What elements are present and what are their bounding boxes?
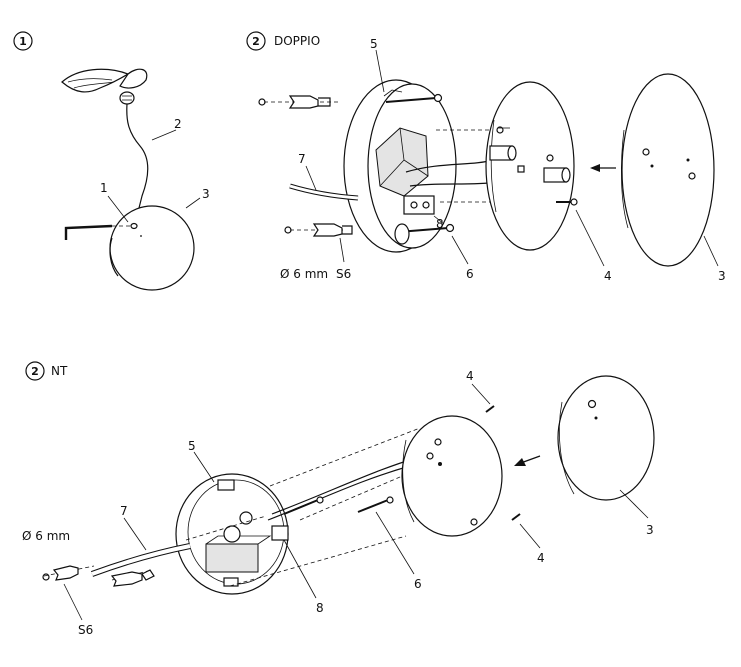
nt-cover-disc	[557, 375, 655, 501]
nt-arrow-head	[514, 458, 526, 466]
step-2-nt-header: 2	[25, 361, 45, 381]
nt-label-s6: S6	[78, 623, 93, 637]
doppio-label-5: 5	[370, 37, 378, 51]
terminal-block	[403, 195, 435, 215]
nt-label-4-bottom: 4	[537, 551, 545, 565]
nt-drill-size: Ø 6 mm	[22, 529, 70, 543]
p1-label-2: 2	[174, 117, 182, 131]
doppio-label-8: 8	[436, 217, 444, 231]
canopy-disc	[109, 205, 195, 291]
step-2-doppio-number: 2	[252, 35, 260, 48]
p1-label-1: 1	[100, 181, 108, 195]
cable-hole	[130, 222, 138, 230]
nt-label-3: 3	[646, 523, 654, 537]
step-1-header: 1	[13, 31, 33, 51]
nt-wall-plug-right	[110, 571, 143, 587]
doppio-label-4: 4	[604, 269, 612, 283]
p1-label-3: 3	[202, 187, 210, 201]
wing-right	[119, 68, 148, 89]
panel-nt-illustration	[42, 375, 655, 621]
doppio-label-s6: S6	[336, 267, 351, 281]
nt-wall-plug-left	[52, 565, 79, 581]
mounting-plate	[485, 81, 575, 251]
wall-plug-bottom	[312, 223, 343, 237]
nt-terminal-block	[271, 525, 289, 541]
nt-mounting-plate	[401, 415, 503, 537]
wall-plug-top	[288, 95, 319, 109]
step-2-nt-circle	[25, 361, 45, 381]
panel-1-illustration	[61, 68, 201, 291]
step-2-nt-number: 2	[31, 365, 39, 378]
step-2-doppio-title: DOPPIO	[274, 34, 320, 48]
step-1-number: 1	[19, 35, 27, 48]
step-2-doppio-header: 2	[246, 31, 266, 51]
lamp-socket	[119, 91, 135, 105]
step-1-circle	[13, 31, 33, 51]
step-2-nt-title: NT	[51, 364, 68, 378]
doppio-label-6: 6	[466, 267, 474, 281]
nt-label-7: 7	[120, 504, 128, 518]
nt-label-8: 8	[316, 601, 324, 615]
allen-key	[64, 224, 113, 240]
wing-left	[61, 68, 130, 93]
step-2-doppio-circle	[246, 31, 266, 51]
panel-doppio-illustration	[258, 49, 719, 267]
nt-label-6: 6	[414, 577, 422, 591]
cable	[126, 103, 149, 221]
doppio-drill-size: Ø 6 mm	[280, 267, 328, 281]
screw-head	[445, 223, 455, 233]
nt-label-4-top: 4	[466, 369, 474, 383]
doppio-label-7: 7	[298, 152, 306, 166]
nt-transformer	[205, 543, 259, 573]
doppio-label-3: 3	[718, 269, 726, 283]
arrow-head	[590, 164, 600, 172]
cover-disc	[621, 73, 715, 267]
nt-label-5: 5	[188, 439, 196, 453]
